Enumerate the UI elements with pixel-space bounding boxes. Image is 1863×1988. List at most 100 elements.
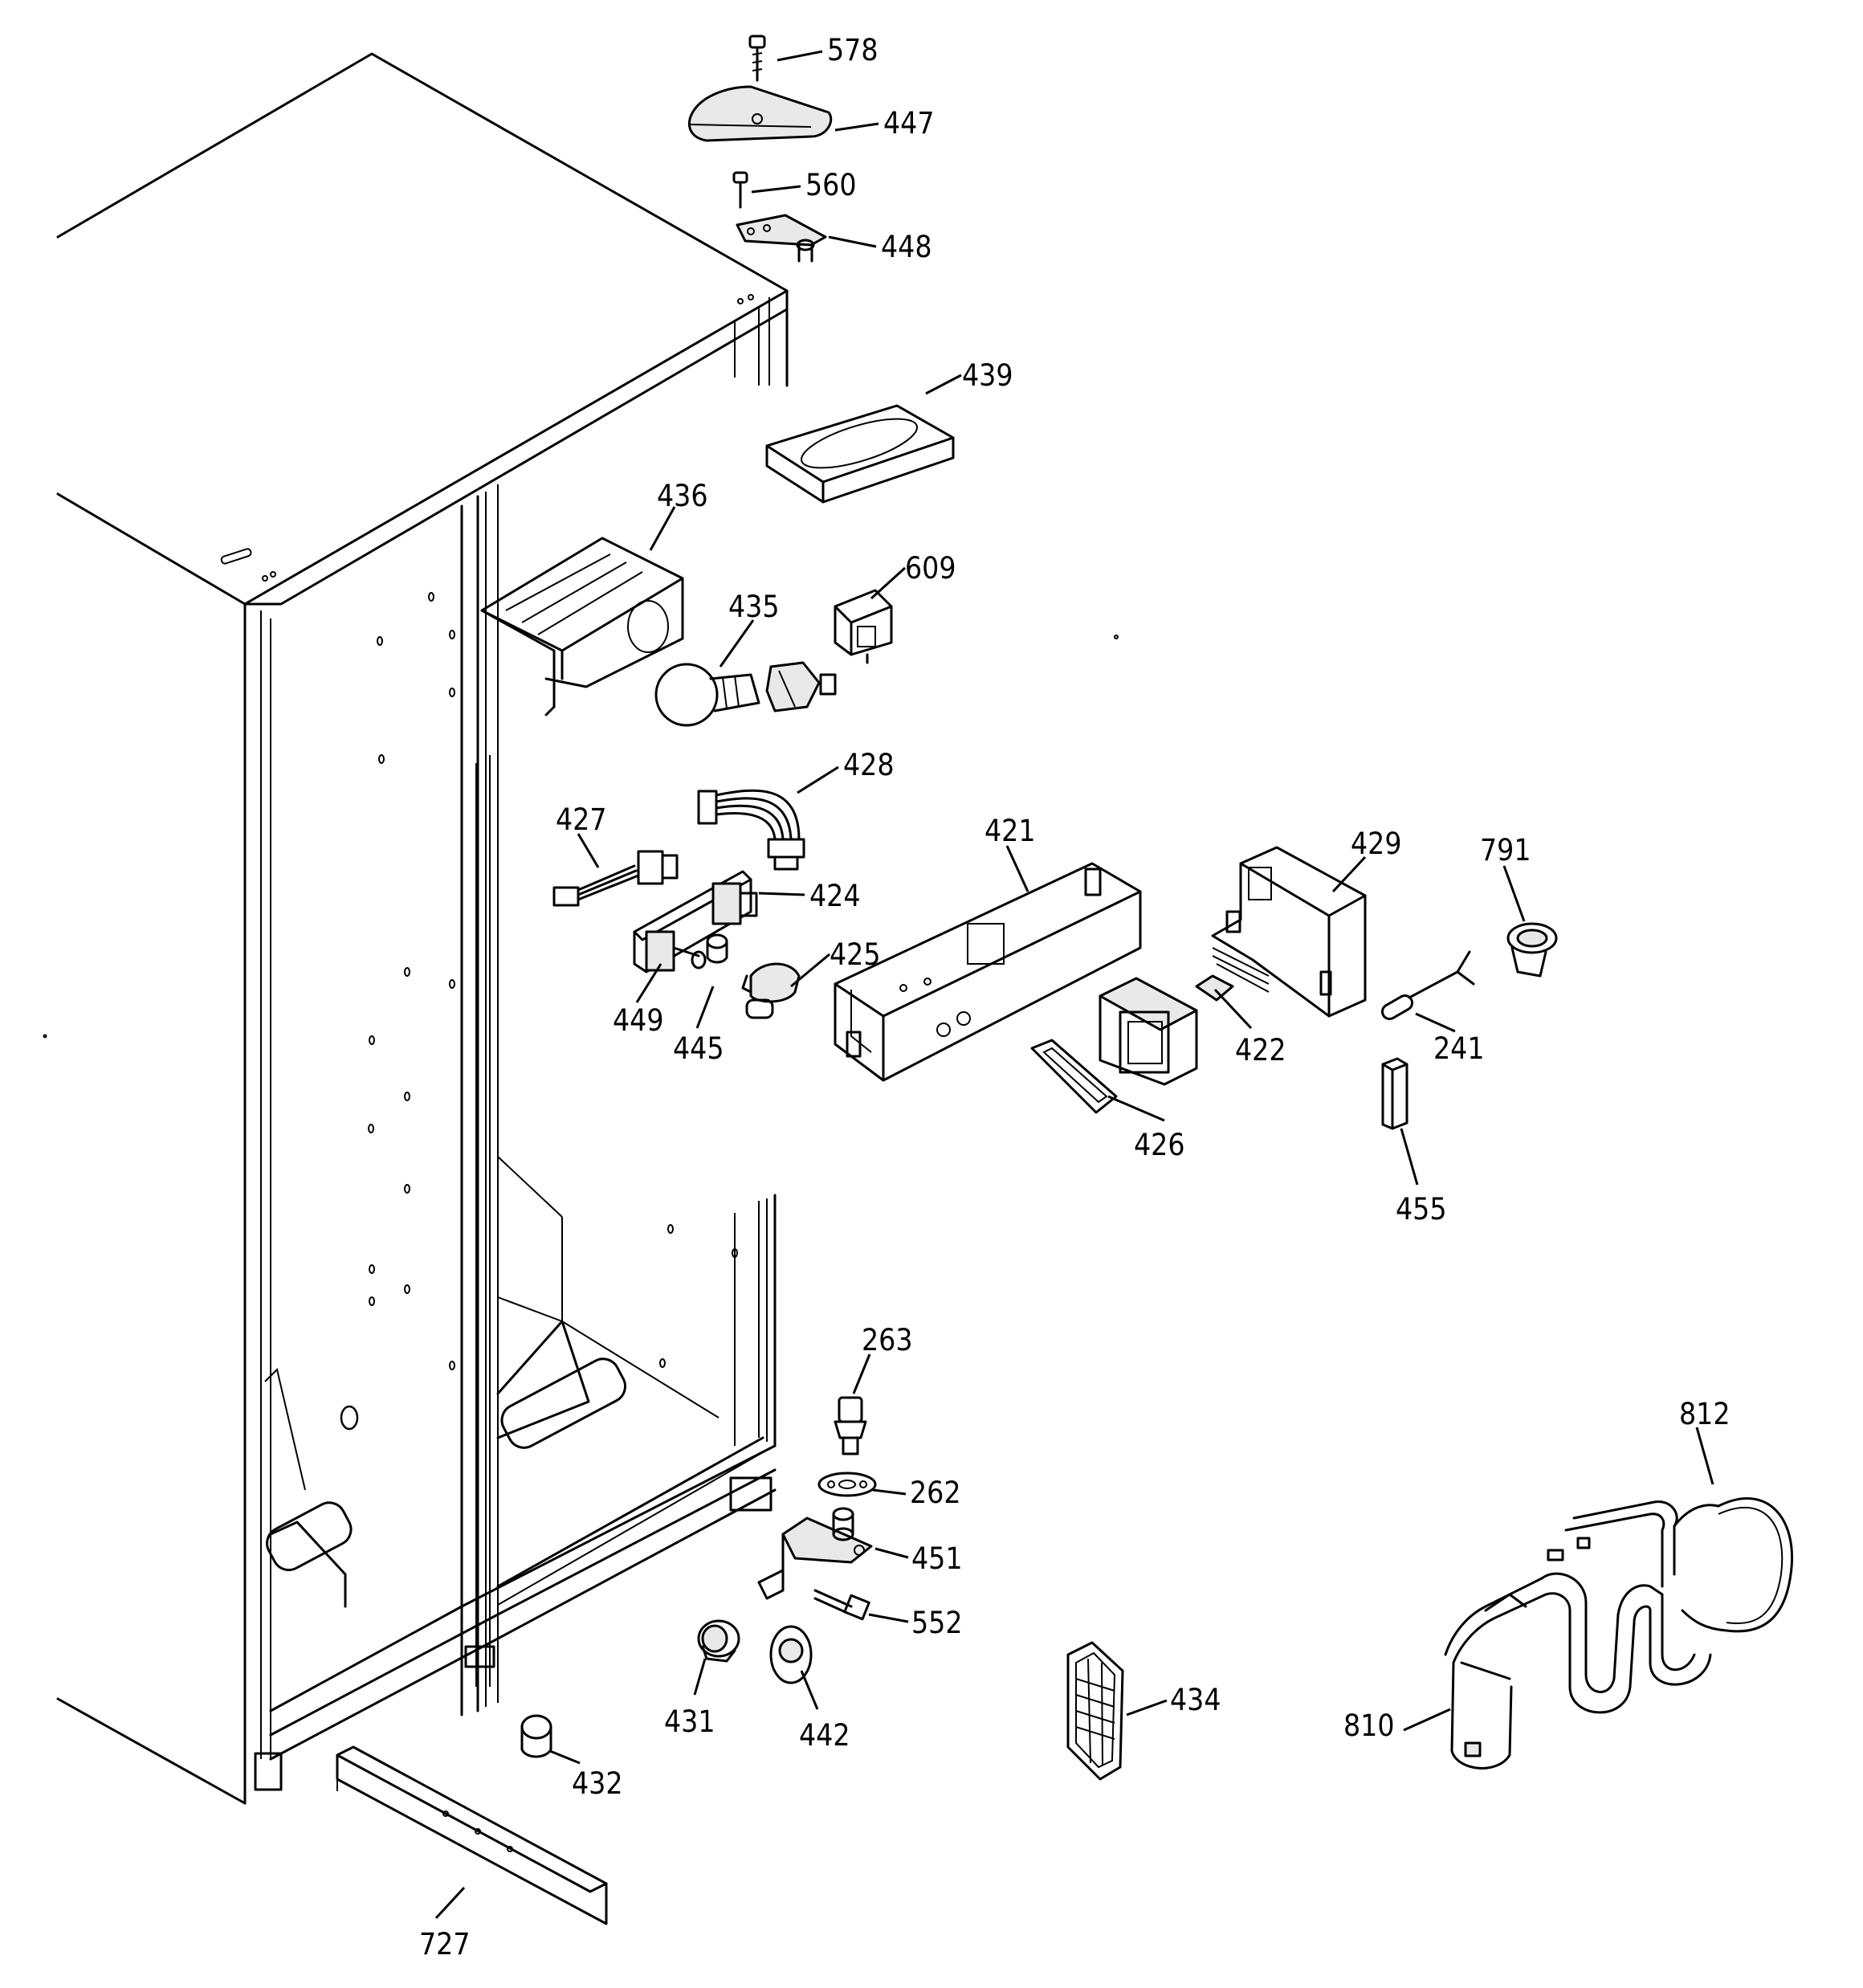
callout-434: 434 [1126,1683,1221,1717]
part-number-label: 262 [910,1476,961,1510]
callout-432: 432 [549,1749,623,1801]
callout-426: 426 [1107,1095,1185,1162]
callout-241: 241 [1415,1012,1485,1066]
leader-line [1415,1012,1456,1033]
callout-560: 560 [751,168,857,202]
callout-436: 436 [649,479,708,551]
part-number-label: 455 [1396,1192,1447,1227]
callout-421: 421 [984,814,1036,892]
leader-line [868,1613,909,1623]
callout-449: 449 [613,963,664,1038]
leader-line [719,619,755,667]
part-number-label: 432 [572,1766,623,1801]
part-727-kick-plate [336,1745,608,1925]
leader-line [834,122,879,132]
leader-line [1502,865,1526,922]
leader-line [434,1886,466,1920]
part-number-label: 241 [1433,1031,1485,1066]
callout-451: 451 [874,1541,963,1576]
callout-578: 578 [777,33,879,67]
leader-line [828,235,877,248]
leader-line [1126,1699,1168,1717]
callout-727: 727 [419,1886,471,1961]
part-442-bushing [769,1625,813,1684]
leader-line [852,1353,871,1394]
leader-line [870,566,907,600]
part-number-label: 560 [805,168,857,202]
callout-439: 439 [925,358,1013,395]
callout-427: 427 [556,802,607,868]
leader-line [751,185,801,194]
leader-line [800,1670,819,1710]
part-number-label: 263 [862,1323,913,1357]
leader-line [649,506,676,551]
callout-442: 442 [799,1670,850,1753]
leader-line [758,892,805,896]
part-number-label: 791 [1480,833,1531,867]
part-number-label: 431 [664,1704,715,1739]
part-number-label: 435 [728,590,780,624]
leader-line [1331,855,1367,893]
part-560-screw [732,171,748,209]
callout-422: 422 [1213,988,1286,1067]
callout-262: 262 [872,1476,961,1510]
callout-448: 448 [828,230,932,264]
part-451-bottom-hinge [757,1507,873,1600]
part-number-label: 428 [843,748,895,782]
leader-line [777,50,823,62]
callout-812: 812 [1679,1397,1731,1485]
leader-line [872,1488,907,1496]
part-number-label: 424 [809,879,861,913]
part-791-fitting [1506,922,1558,978]
part-445-cap [706,933,728,964]
leader-line [790,953,830,988]
part-439-light-shield [765,404,955,504]
part-number-label: 439 [962,358,1013,393]
leader-line [925,374,962,395]
leader-line [549,1749,581,1765]
leader-line [1107,1095,1165,1122]
part-number-label: 429 [1351,827,1402,861]
part-number-label: 810 [1343,1708,1395,1743]
part-number-label: 436 [657,479,708,513]
part-812-tube-coil [1681,1497,1793,1633]
part-number-label: 445 [673,1031,724,1066]
leader-line [797,765,839,794]
part-number-label: 422 [1235,1033,1286,1067]
leader-line [1403,1708,1451,1732]
part-number-label: 434 [1170,1683,1221,1717]
part-number-label: 451 [911,1541,963,1576]
callout-455: 455 [1396,1128,1447,1227]
leader-line [693,1658,707,1696]
callout-435: 435 [719,590,780,667]
leader-line [695,986,715,1029]
callout-445: 445 [673,986,724,1066]
callout-429: 429 [1331,827,1402,893]
part-number-label: 427 [556,802,607,837]
callout-552: 552 [868,1606,963,1640]
part-421-control-housing [834,862,1142,1082]
part-424-control [633,870,758,974]
part-431-plug [697,1619,740,1663]
callout-431: 431 [664,1658,715,1739]
part-number-label: 812 [1679,1397,1731,1431]
cabinet [56,52,789,1805]
part-number-label: 727 [419,1927,471,1961]
part-425-knob [741,962,801,1019]
leader-line [577,833,600,868]
callout-424: 424 [758,879,861,913]
callout-447: 447 [834,106,935,141]
part-number-label: 426 [1134,1128,1185,1162]
leader-line [1695,1427,1714,1485]
part-number-label: 552 [911,1606,963,1640]
part-number-label: 442 [799,1718,850,1753]
part-422-switch [1195,974,1234,1002]
callout-425: 425 [790,937,881,988]
leader-line [1005,845,1029,892]
callout-791: 791 [1480,833,1531,922]
part-number-label: 421 [984,814,1036,848]
part-429-control-box [1211,846,1367,1018]
part-578-screw [748,35,766,82]
part-609-relay [834,589,893,664]
